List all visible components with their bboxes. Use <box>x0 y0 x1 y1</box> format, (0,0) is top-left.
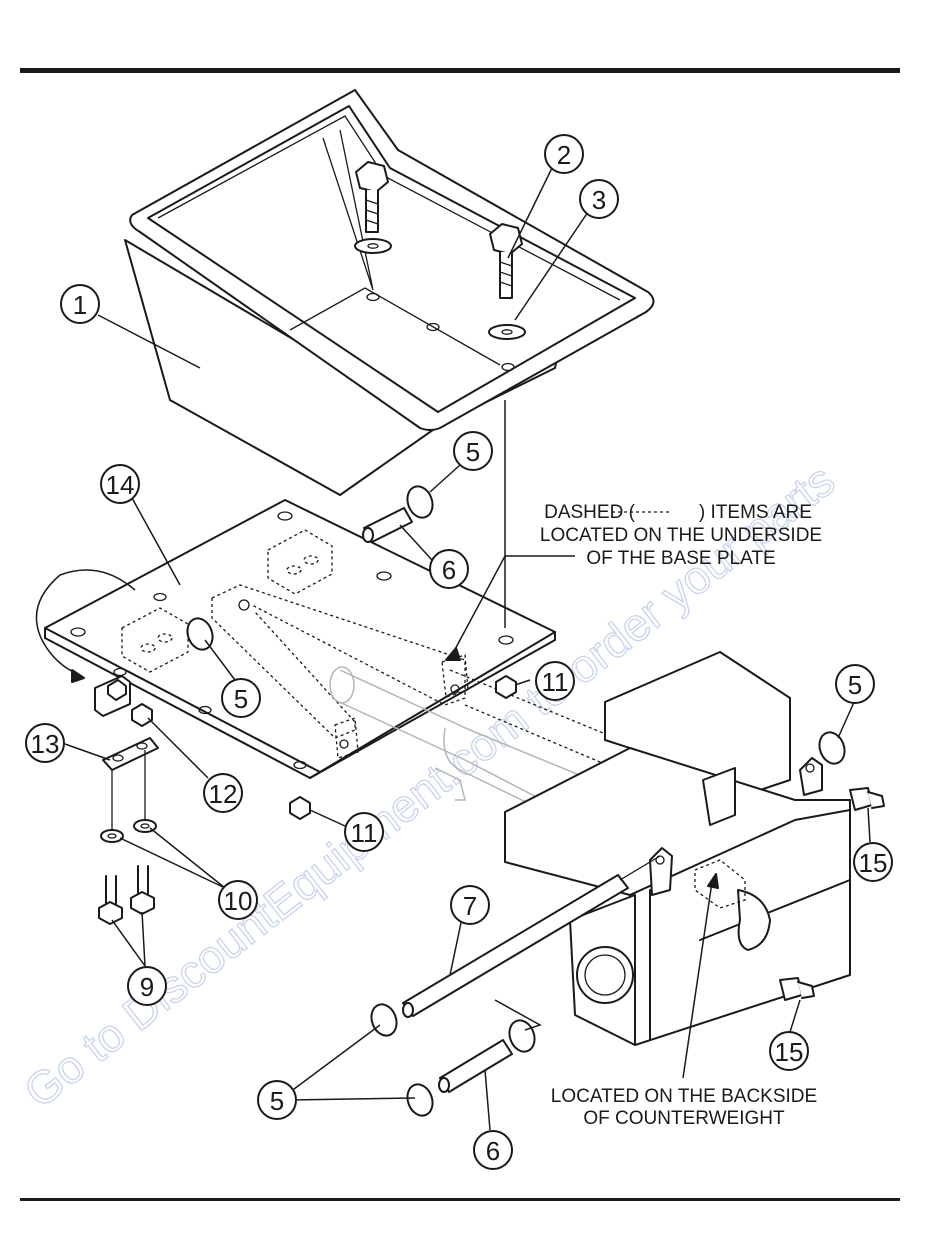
svg-text:5: 5 <box>848 670 862 700</box>
svg-text:15: 15 <box>859 848 888 878</box>
callout-5-top: 5 <box>454 432 492 470</box>
dashed-items-note: DASHED ( ) ITEMS ARE LOCATED ON THE UNDER… <box>540 502 822 569</box>
note-dashed-line1b: ) ITEMS ARE <box>699 502 812 523</box>
svg-text:1: 1 <box>73 290 87 320</box>
callout-7: 7 <box>451 886 489 924</box>
callout-15-bottom: 15 <box>770 1032 808 1070</box>
note-dashed-line2: LOCATED ON THE UNDERSIDE <box>540 525 822 546</box>
svg-text:11: 11 <box>351 818 378 848</box>
callout-12: 12 <box>204 774 242 812</box>
svg-text:13: 13 <box>31 729 60 759</box>
svg-text:11: 11 <box>542 667 569 697</box>
callout-11-bottom: 11 <box>345 813 383 851</box>
callout-5-left: 5 <box>258 1081 296 1119</box>
svg-text:DASHED () ITEMS ARE: DASHED ( ) ITEMS ARE <box>544 502 812 523</box>
svg-text:12: 12 <box>209 779 238 809</box>
callout-6-top: 6 <box>430 550 468 588</box>
svg-text:9: 9 <box>140 972 154 1002</box>
note-dashed-line1a: DASHED ( <box>544 502 635 523</box>
svg-text:2: 2 <box>557 140 571 170</box>
callout-10: 10 <box>219 881 257 919</box>
svg-text:6: 6 <box>486 1136 500 1166</box>
callout-6-bottom: 6 <box>474 1131 512 1169</box>
callout-5-right: 5 <box>836 665 874 703</box>
callout-11-right: 11 <box>536 662 574 700</box>
lock-washer-part <box>101 820 156 842</box>
callout-5-plate: 5 <box>222 679 260 717</box>
callout-15-top: 15 <box>854 843 892 881</box>
svg-text:7: 7 <box>463 891 477 921</box>
svg-text:5: 5 <box>466 437 480 467</box>
svg-text:10: 10 <box>224 886 253 916</box>
callout-2: 2 <box>545 135 583 173</box>
callout-9: 9 <box>128 967 166 1005</box>
callout-1: 1 <box>61 285 99 323</box>
callout-14: 14 <box>101 465 139 503</box>
svg-text:3: 3 <box>592 185 606 215</box>
note-backside-line1: LOCATED ON THE BACKSIDE <box>551 1086 817 1107</box>
callout-13: 13 <box>26 724 64 762</box>
svg-text:14: 14 <box>106 470 135 500</box>
svg-text:6: 6 <box>442 555 456 585</box>
svg-text:5: 5 <box>270 1086 284 1116</box>
svg-text:5: 5 <box>234 684 248 714</box>
svg-text:15: 15 <box>775 1037 804 1067</box>
note-dashed-line3: OF THE BASE PLATE <box>586 548 775 569</box>
backside-note: LOCATED ON THE BACKSIDE OF COUNTERWEIGHT <box>551 1086 817 1129</box>
callout-3: 3 <box>580 180 618 218</box>
note-backside-line2: OF COUNTERWEIGHT <box>583 1108 785 1129</box>
